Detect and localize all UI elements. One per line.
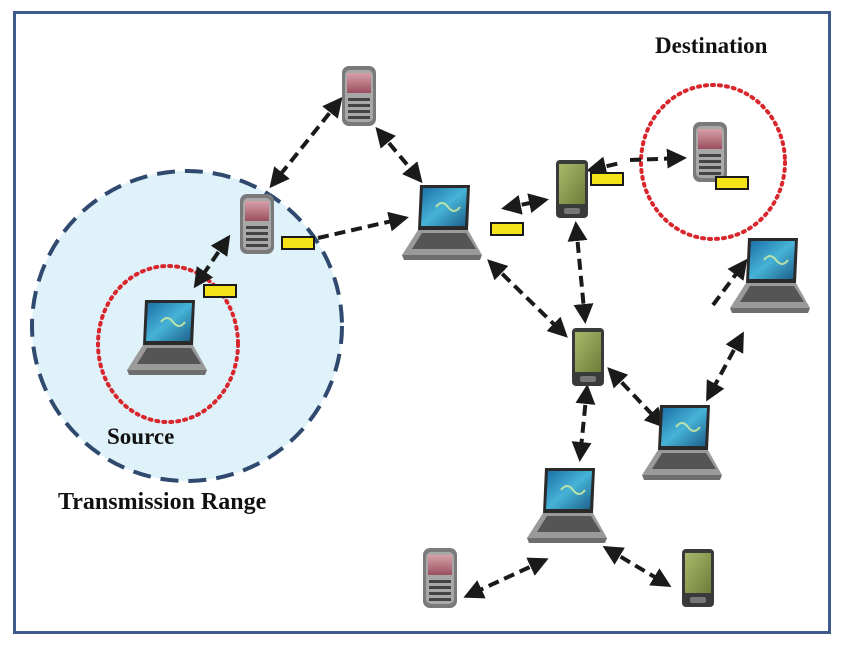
destination-label: Destination <box>655 33 768 58</box>
link-arrow <box>567 221 594 324</box>
packet-icon <box>715 176 749 190</box>
link-arrow <box>586 156 621 177</box>
link-arrow <box>607 367 665 428</box>
phone-green-icon <box>556 160 588 218</box>
laptop-icon <box>401 184 483 261</box>
destination-highlight-circle <box>639 83 787 241</box>
transmission-range-label: Transmission Range <box>58 489 267 515</box>
packet-icon <box>203 284 237 298</box>
link-arrow <box>463 557 549 599</box>
link-arrow <box>317 211 409 240</box>
link-arrow <box>269 96 343 189</box>
phone-red-icon <box>342 66 376 126</box>
link-arrow <box>501 193 549 215</box>
link-arrow <box>706 331 744 402</box>
phone-green-icon <box>572 328 604 386</box>
packet-icon <box>281 236 315 250</box>
source-label: Source <box>107 424 175 449</box>
link-arrow <box>487 259 568 338</box>
source-highlight-circle <box>96 264 240 424</box>
packet-icon <box>590 172 624 186</box>
link-arrow <box>571 384 596 462</box>
laptop-icon <box>641 404 723 481</box>
phone-red-icon <box>693 122 727 182</box>
link-arrow <box>711 258 748 307</box>
phone-green-icon <box>682 549 714 607</box>
link-arrow <box>193 234 231 289</box>
link-arrow <box>602 545 672 588</box>
packet-icon <box>490 222 524 236</box>
laptop-icon <box>729 237 811 314</box>
phone-red-icon <box>423 548 457 608</box>
phone-red-icon <box>240 194 274 254</box>
link-arrow <box>375 126 423 184</box>
laptop-icon <box>526 467 608 544</box>
link-arrow <box>629 148 687 169</box>
